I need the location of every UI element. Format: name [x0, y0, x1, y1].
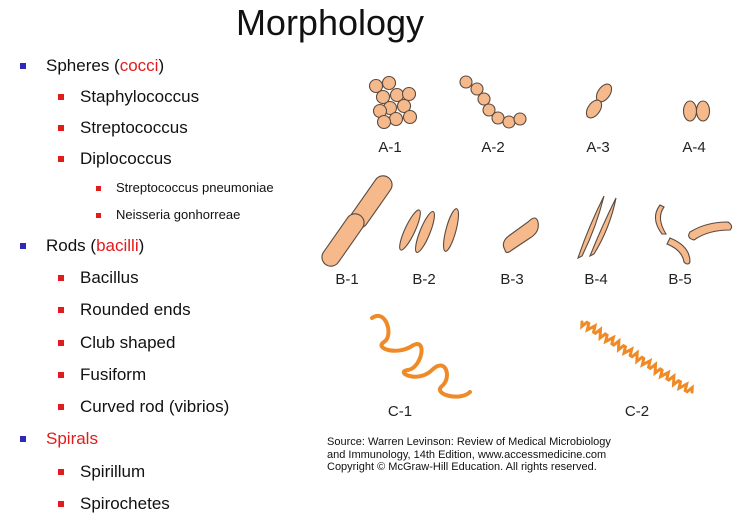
bullet-marker-blue: [20, 63, 26, 69]
label-b1: B-1: [335, 271, 358, 288]
bullet-bacillus: Bacillus: [80, 268, 139, 288]
bullet-club-shaped: Club shaped: [80, 333, 175, 353]
bullet-rounded-ends: Rounded ends: [80, 300, 191, 320]
label-c1: C-1: [388, 403, 412, 420]
bullet-diplococcus: Diplococcus: [80, 149, 172, 169]
bullet-marker-red-small: [96, 186, 101, 191]
bullet-marker-blue: [20, 243, 26, 249]
bullet-marker-red: [58, 404, 64, 410]
bullet-marker-red: [58, 340, 64, 346]
bullet-rods-label: Rods (: [46, 236, 96, 255]
label-c2: C-2: [625, 403, 649, 420]
bacillus-image: [320, 172, 396, 269]
fusiform-rod-image: [578, 196, 616, 258]
label-a4: A-4: [682, 139, 705, 156]
label-a1: A-1: [378, 139, 401, 156]
rounded-end-rods-image: [396, 207, 461, 254]
bullet-spheres-label: Spheres (: [46, 56, 120, 75]
bullet-spheres-close: ): [158, 56, 164, 75]
bullet-spirochetes: Spirochetes: [80, 494, 170, 514]
bullet-marker-red: [58, 469, 64, 475]
bullet-marker-red: [58, 125, 64, 131]
bullet-marker-red: [58, 275, 64, 281]
spirillum-image: [372, 316, 470, 397]
bullet-neisseria: Neisseria gonhorreae: [116, 207, 240, 222]
bullet-marker-red: [58, 501, 64, 507]
bullet-spirals: Spirals: [46, 429, 98, 449]
streptococcus-chain-image: [460, 76, 526, 128]
diplococcus-lancet-image: [583, 81, 614, 120]
label-b3: B-3: [500, 271, 523, 288]
bullet-rods: Rods (bacilli): [46, 236, 144, 256]
label-b2: B-2: [412, 271, 435, 288]
bullet-staphylococcus: Staphylococcus: [80, 87, 199, 107]
bullet-spheres: Spheres (cocci): [46, 56, 164, 76]
bullet-streptococcus: Streptococcus: [80, 118, 188, 138]
bullet-spirillum: Spirillum: [80, 462, 145, 482]
source-line: Source: Warren Levinson: Review of Medic…: [327, 436, 611, 449]
bullet-strep-pneumoniae: Streptococcus pneumoniae: [116, 180, 274, 195]
figure-source-credit: Source: Warren Levinson: Review of Medic…: [327, 436, 611, 474]
bullet-curved-rod: Curved rod (vibrios): [80, 397, 229, 417]
source-line: and Immunology, 14th Edition, www.access…: [327, 449, 611, 462]
club-shaped-rod-image: [503, 218, 538, 253]
label-b5: B-5: [668, 271, 691, 288]
bullet-rods-emphasis: bacilli: [96, 236, 139, 255]
label-b4: B-4: [584, 271, 607, 288]
bullet-marker-red: [58, 307, 64, 313]
bullet-spheres-emphasis: cocci: [120, 56, 159, 75]
curved-rod-image: [655, 205, 731, 264]
bullet-marker-red: [58, 372, 64, 378]
bullet-marker-red-small: [96, 213, 101, 218]
bacteria-morphology-illustration: A-1 A-2 A-3 A-4 B-1 B-2 B-3 B-4 B-5 C-1 …: [320, 60, 740, 480]
bullet-rods-close: ): [139, 236, 145, 255]
staphylococcus-cluster-image: [370, 77, 417, 129]
bullet-marker-blue: [20, 436, 26, 442]
bullet-marker-red: [58, 94, 64, 100]
source-line: Copyright © McGraw-Hill Education. All r…: [327, 461, 611, 474]
slide-title: Morphology: [0, 2, 660, 44]
label-a2: A-2: [481, 139, 504, 156]
spirochete-image: [582, 322, 692, 392]
diplococcus-kidney-image: [684, 101, 710, 121]
bullet-marker-red: [58, 156, 64, 162]
bullet-fusiform: Fusiform: [80, 365, 146, 385]
label-a3: A-3: [586, 139, 609, 156]
